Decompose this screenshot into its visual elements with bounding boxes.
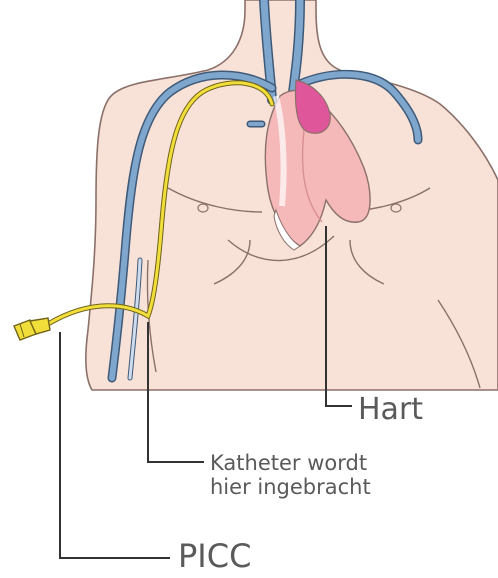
catheter-hub-icon: [14, 318, 50, 340]
heart-label: Hart: [358, 392, 423, 427]
picc-label: PICC: [178, 537, 251, 575]
insertion-label-line-1: Katheter wordt: [210, 452, 367, 474]
insertion-label-line-2: hier ingebracht: [210, 476, 371, 498]
